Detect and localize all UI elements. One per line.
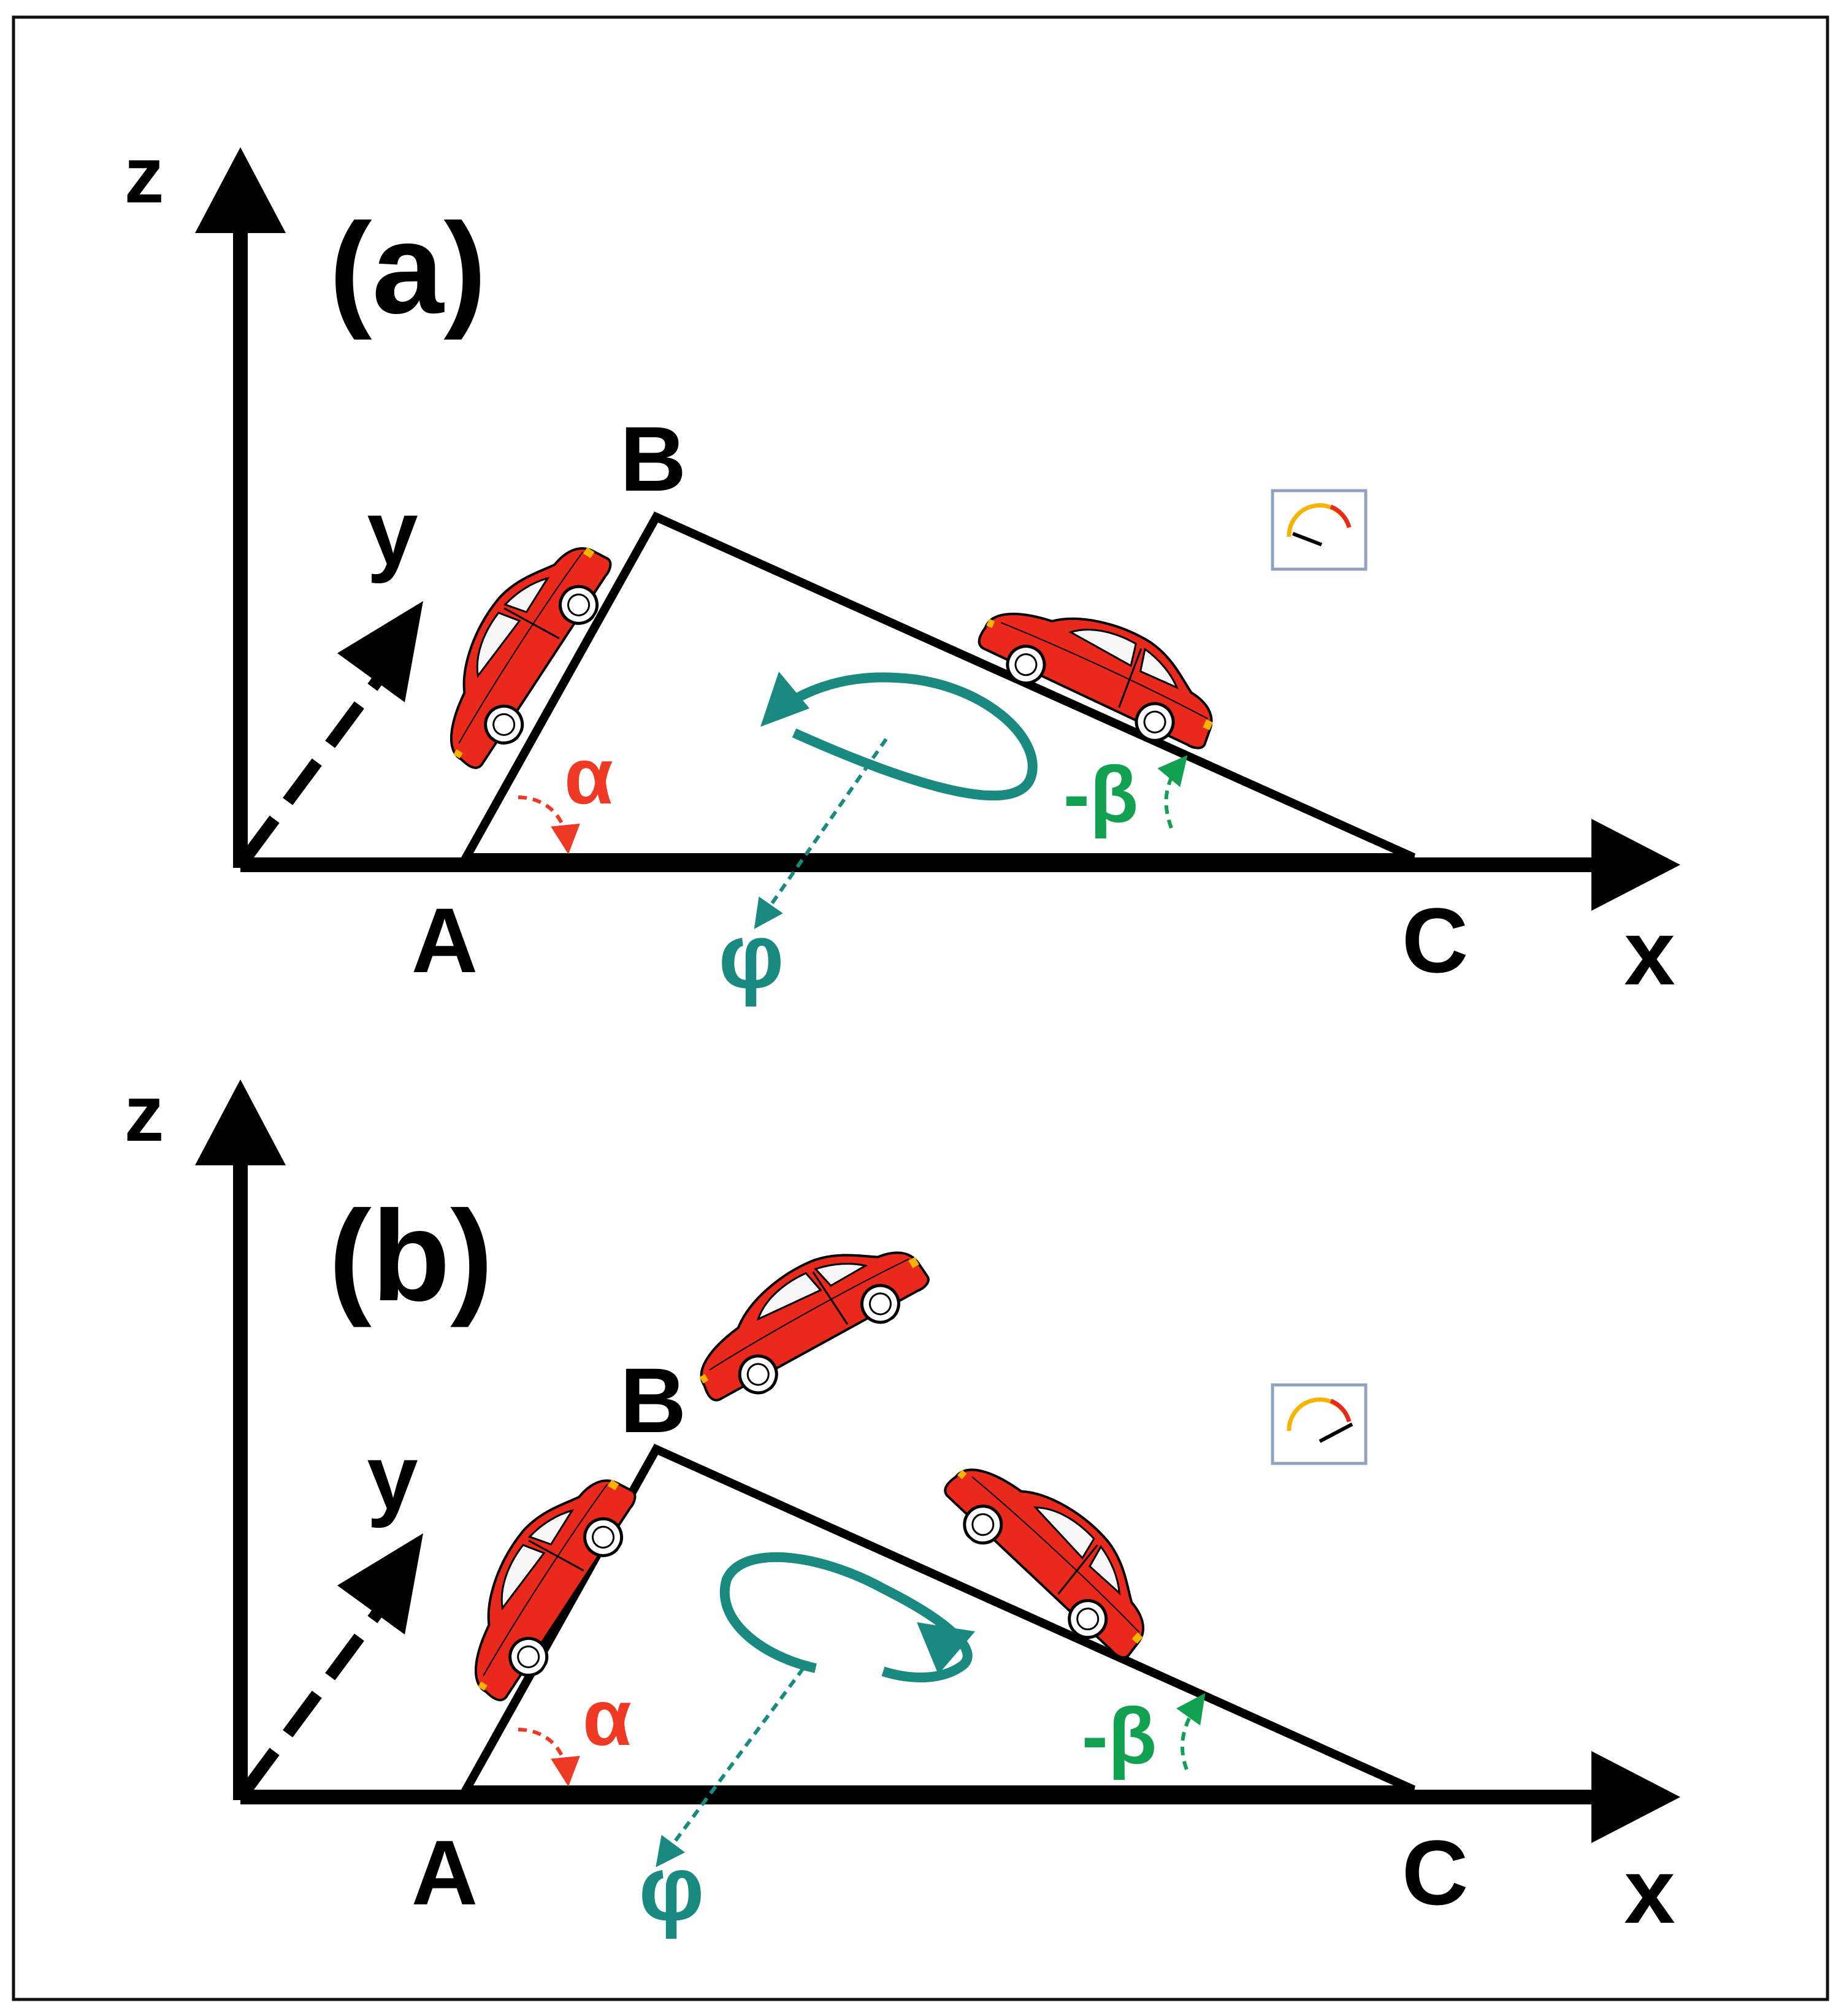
point-a-label: A — [411, 889, 478, 992]
axis-y-label: y — [367, 1425, 418, 1528]
figure-frame — [12, 15, 1829, 2001]
speedometer-icon — [1271, 1383, 1368, 1465]
rotation-loop — [760, 672, 1038, 801]
z-axis-arrowhead — [195, 147, 286, 233]
beta-arc — [1176, 1693, 1206, 1771]
point-b-label: B — [620, 407, 686, 510]
rotation-phi-label: φ — [638, 1836, 704, 1939]
y-axis — [240, 665, 392, 862]
y-axis-arrowhead — [337, 601, 423, 702]
beta-arc — [1157, 755, 1188, 829]
axis-x-label: x — [1624, 1839, 1675, 1942]
panel-label: (a) — [329, 196, 487, 340]
car-on-slope-bc — [970, 577, 1234, 761]
point-c-label: C — [1402, 889, 1468, 992]
point-b-label: B — [620, 1349, 686, 1452]
x-axis-arrowhead — [1591, 1751, 1680, 1843]
axis-z-label: z — [124, 1068, 164, 1158]
point-a-label: A — [411, 1821, 478, 1924]
axis-z-label: z — [124, 130, 164, 220]
panel-b: z (b) B y α -β A φ C x — [124, 1068, 1680, 1942]
rotation-axis-arrow — [754, 738, 888, 929]
rotation-phi-label: φ — [718, 904, 784, 1007]
alpha-arc — [518, 1728, 580, 1787]
angle-beta-label: -β — [1082, 1691, 1157, 1780]
z-axis-arrowhead — [195, 1079, 286, 1165]
point-c-label: C — [1402, 1821, 1468, 1924]
axis-y-label: y — [367, 481, 418, 584]
y-axis — [240, 1597, 392, 1795]
triangle-abc — [459, 1443, 1415, 1794]
axis-x-label: x — [1624, 901, 1675, 1004]
triangle-abc — [459, 511, 1415, 862]
panel-a: z (a) B y α -β A φ C x — [124, 130, 1680, 1007]
panel-label: (b) — [329, 1184, 493, 1328]
rotation-loop — [719, 1552, 975, 1682]
car-airborne-at-b — [676, 1214, 937, 1417]
angle-alpha-label: α — [583, 1673, 632, 1762]
speedometer-icon — [1271, 489, 1368, 571]
rotation-loop-arrowhead — [917, 1622, 975, 1674]
y-axis-arrowhead — [337, 1533, 423, 1635]
alpha-arc — [518, 795, 580, 854]
angle-alpha-label: α — [564, 731, 613, 821]
rotation-axis-arrow — [656, 1667, 805, 1868]
x-axis-arrowhead — [1591, 819, 1680, 911]
angle-beta-label: -β — [1063, 749, 1139, 839]
rotation-loop-arrowhead — [760, 672, 810, 727]
